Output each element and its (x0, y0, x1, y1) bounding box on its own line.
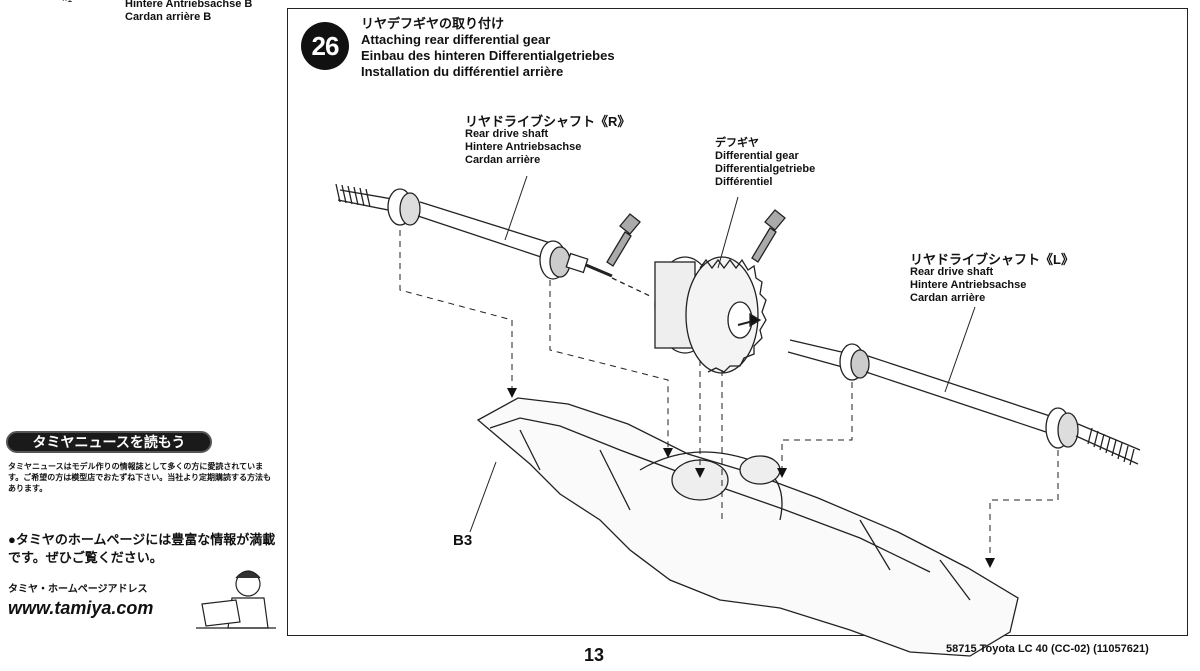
previous-part-de: Hintere Antriebsachse B (125, 0, 253, 10)
leader-lines (469, 175, 976, 533)
label-diff-gear-fr: Différentiel (715, 176, 773, 188)
label-diff-gear-jp: デフギヤ (715, 137, 759, 149)
homepage-info-text: ●タミヤのホームページには豊富な情報が満載です。ぜひご覧ください。 (8, 532, 276, 565)
step-title-fr: Installation du différentiel arrière (361, 64, 564, 79)
label-diff-gear: デフギヤ Differential gear Differentialgetri… (715, 137, 815, 189)
step-title: リヤデフギヤの取り付け Attaching rear differential … (361, 16, 615, 80)
label-shaft-r-jp: リヤドライブシャフト《R》 (465, 114, 631, 129)
assembly-guide-lines (399, 230, 1059, 560)
label-shaft-l-en: Rear drive shaft (910, 266, 994, 278)
homepage-address-label: タミヤ・ホームページアドレス (8, 584, 148, 595)
step-title-de: Einbau des hinteren Differentialgetriebe… (361, 48, 615, 63)
label-diff-gear-en: Differential gear (715, 150, 799, 162)
label-shaft-r-en: Rear drive shaft (465, 128, 549, 140)
guide-arrows (507, 388, 995, 568)
step-title-en: Attaching rear differential gear (361, 32, 551, 47)
label-shaft-r-fr: Cardan arrière (465, 154, 541, 166)
step-number-badge: 26 (301, 22, 349, 70)
rear-drive-shaft-l (787, 339, 1141, 466)
label-shaft-l-fr: Cardan arrière (910, 292, 986, 304)
part-label-b3: B3 (453, 532, 473, 549)
label-diff-gear-de: Differentialgetriebe (715, 163, 816, 175)
quantity-mark: ×1 (62, 0, 72, 4)
computer-user-illustration (196, 570, 276, 629)
label-shaft-r-de: Hintere Antriebsachse (465, 141, 582, 153)
step-title-jp: リヤデフギヤの取り付け (361, 16, 505, 31)
previous-part-fr: Cardan arrière B (125, 11, 212, 23)
previous-part-label: Hintere Antriebsachse B Cardan arrière B (125, 0, 252, 24)
rear-drive-shaft-r (335, 183, 613, 280)
gear-housing-b3 (476, 397, 1019, 657)
label-shaft-l-de: Hintere Antriebsachse (910, 279, 1027, 291)
differential-gear (611, 256, 767, 374)
tamiya-news-badge: タミヤニュースを読もう (6, 431, 212, 453)
product-id: 58715 Toyota LC 40 (CC-02) (11057621) (946, 643, 1149, 655)
label-shaft-r: リヤドライブシャフト《R》 Rear drive shaft Hintere A… (465, 115, 630, 167)
label-shaft-l-jp: リヤドライブシャフト《L》 (910, 252, 1074, 267)
tamiya-news-text: タミヤニュースはモデル作りの情報誌として多くの方に愛読されています。ご希望の方は… (8, 462, 272, 493)
step-panel (287, 8, 1188, 636)
homepage-url[interactable]: www.tamiya.com (8, 598, 154, 618)
grease-tube-icons (606, 209, 786, 267)
page-number: 13 (584, 645, 605, 665)
label-shaft-l: リヤドライブシャフト《L》 Rear drive shaft Hintere A… (910, 253, 1074, 305)
